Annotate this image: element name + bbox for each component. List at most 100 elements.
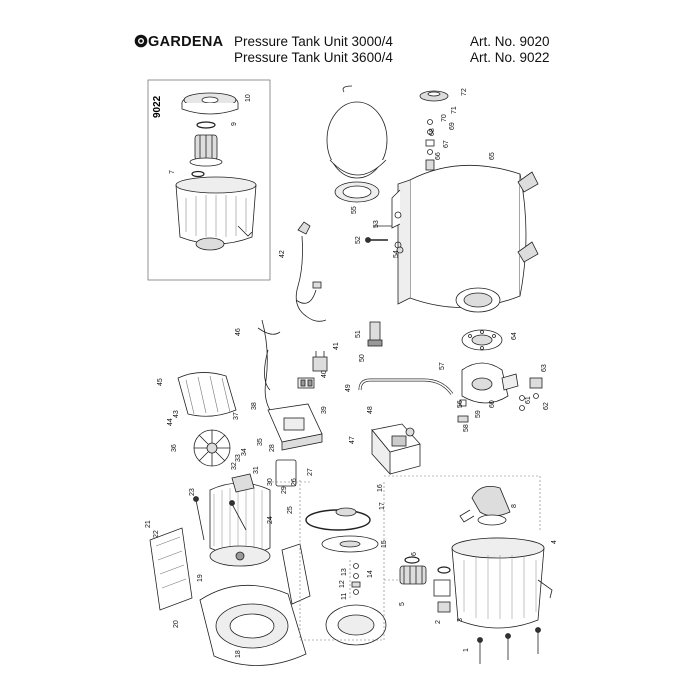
diffuser-disk-15 [321,535,379,553]
part-label-44: 44 [167,418,174,426]
part-label-2: 2 [435,620,442,624]
part-label-27: 27 [307,468,314,476]
tank-flange [461,329,503,351]
part-label-35: 35 [257,438,264,446]
part-label-40: 40 [321,370,328,378]
part-label-37: 37 [233,412,240,420]
part-label-68: 68 [429,128,436,136]
part-label-56: 56 [457,400,464,408]
part-label-6: 6 [411,552,418,556]
article-number-2: Art. No. 9022 [470,50,550,65]
suction-fittings [399,556,451,613]
check-valve [367,321,383,347]
wire-harness [257,319,281,419]
motor-base [199,543,311,666]
part-label-36: 36 [171,444,178,452]
part-label-47: 47 [349,436,356,444]
tank-screws [365,225,404,254]
cover-plate [275,459,297,487]
part-label-60: 60 [489,400,496,408]
part-label-45: 45 [157,378,164,386]
part-label-1: 1 [463,648,470,652]
part-label-46: 46 [235,328,242,336]
part-label-43: 43 [173,410,180,418]
part-label-63: 63 [541,364,548,372]
terminal-box [267,403,323,451]
part-label-62: 62 [543,402,550,410]
part-label-54: 54 [393,250,400,258]
part-label-14: 14 [367,570,374,578]
assembly-guide-lines [268,475,541,641]
part-label-32: 32 [231,462,238,470]
tank-bladder [326,85,388,203]
capacitor [312,351,328,372]
power-cable [295,221,327,322]
part-label-55: 55 [351,206,358,214]
pump-housing [451,537,553,629]
carry-handle [149,527,193,611]
part-label-10: 10 [245,94,252,102]
base-screws [477,627,541,664]
part-label-25: 25 [287,506,294,514]
part-label-18: 18 [235,650,242,658]
pressure-switch [371,423,421,476]
motor [209,473,271,567]
inset-o-ring [196,121,216,129]
part-label-21: 21 [145,520,152,528]
fittings-58-63 [457,377,543,423]
fan-cover [177,372,237,417]
part-label-48: 48 [367,406,374,414]
part-label-69: 69 [449,122,456,130]
part-label-20: 20 [173,620,180,628]
part-label-15: 15 [381,540,388,548]
part-label-17: 17 [379,502,386,510]
part-label-5: 5 [399,602,406,606]
part-label-51: 51 [355,330,362,338]
part-label-4: 4 [551,540,558,544]
part-label-8: 8 [511,504,518,508]
part-label-29: 29 [281,486,288,494]
fan-impeller [193,429,231,467]
small-parts-11-14 [351,563,361,595]
pressure-tank [391,164,539,313]
part-label-72: 72 [461,88,468,96]
inset-pump-housing [175,176,257,251]
part-label-26: 26 [291,478,298,486]
pump-motor-shaft [459,485,511,526]
inset-impeller [189,134,223,167]
part-label-34: 34 [241,448,248,456]
part-label-70: 70 [441,114,448,122]
part-label-58: 58 [463,424,470,432]
part-label-52: 52 [355,236,362,244]
part-label-33: 33 [235,454,242,462]
part-label-3: 3 [457,618,464,622]
tank-valve-cap [419,90,449,102]
switch [297,377,315,389]
part-label-16: 16 [377,484,384,492]
title-line-2: Pressure Tank Unit 3600/4 [234,50,393,65]
part-label-59: 59 [475,410,482,418]
inset-cap [181,92,239,115]
part-label-64: 64 [511,332,518,340]
part-label-11: 11 [341,593,348,600]
part-label-67: 67 [443,140,450,148]
stage-housing [325,604,387,646]
part-label-31: 31 [253,466,260,474]
part-label-30: 30 [267,478,274,486]
part-label-66: 66 [435,152,442,160]
connecting-pipe [358,378,454,395]
pump-head [461,362,519,404]
part-label-22: 22 [153,530,160,538]
tank-valve-stack [425,119,435,171]
brand-name: GARDENA [148,34,224,50]
title-line-1: Pressure Tank Unit 3000/4 [234,34,393,49]
part-label-41: 41 [333,342,340,350]
part-label-61: 61 [525,396,532,404]
mech-seal-17 [335,507,357,517]
part-label-49: 49 [345,384,352,392]
part-label-42: 42 [279,250,286,258]
inset-label: 9022 [152,95,163,118]
